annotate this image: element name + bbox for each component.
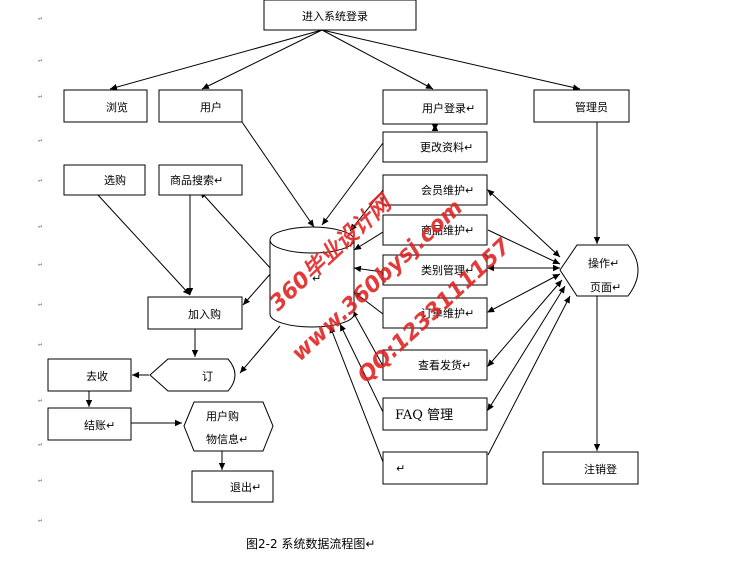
- paragraph-mark: ↵: [38, 14, 42, 22]
- node-order-maint: [382, 297, 488, 329]
- node-browse: [63, 89, 148, 123]
- edge-login-userlogin: [321, 29, 434, 90]
- node-logout-label: 注销登: [584, 462, 617, 476]
- edge-product-op: [487, 229, 561, 265]
- paragraph-mark: ↵: [38, 176, 42, 184]
- node-order: [149, 358, 236, 392]
- node-faq-mgmt: [382, 397, 488, 431]
- edge-member-db: [349, 189, 384, 232]
- edge-login-admin: [321, 29, 581, 91]
- edge-category-db: [353, 265, 384, 273]
- node-checkout-go: [47, 358, 132, 392]
- edge-faq-op: [487, 285, 566, 411]
- node-purchase-info: [183, 401, 274, 452]
- nodes: 进入系统登录 浏览 用户 用户登录↵ 管理员 更改资料↵ 会员维护↵ 商品维护↵…: [47, 0, 639, 503]
- node-edit-profile-label: 更改资料↵: [420, 140, 473, 154]
- paragraph-mark: ↵: [38, 396, 42, 404]
- edge-login-browse: [109, 29, 323, 91]
- edge-member-op: [487, 189, 561, 258]
- paragraph-mark: ↵: [38, 300, 42, 308]
- node-purchase-info-label-1: 用户购: [206, 409, 239, 423]
- paragraph-mark: ↵: [38, 92, 42, 100]
- edge-order-op: [487, 273, 561, 313]
- figure-caption: 图2-2 系统数据流程图↵: [246, 536, 375, 551]
- paragraph-marks: ↵ ↵ ↵ ↵ ↵ ↵ ↵ ↵ ↵ ↵ ↵ ↵ ↵: [38, 14, 42, 524]
- node-order-label: 订: [202, 370, 213, 383]
- node-user: [158, 89, 243, 123]
- paragraph-mark: ↵: [38, 476, 42, 484]
- node-user-login-label: 用户登录↵: [422, 101, 475, 115]
- node-purchase-info-label-2: 物信息↵: [206, 432, 248, 446]
- node-operation-page-label-2: 页面↵: [590, 281, 621, 294]
- node-shop-label: 选购: [104, 173, 126, 187]
- node-settle-label: 结账↵: [84, 419, 115, 432]
- edge-product-db: [353, 231, 384, 251]
- paragraph-mark: ↵: [38, 440, 42, 448]
- edge-faq-db: [339, 323, 384, 413]
- node-edit-profile: [382, 131, 488, 163]
- paragraph-mark: ↵: [38, 136, 42, 144]
- paragraph-mark: ↵: [38, 340, 42, 348]
- node-shop: [63, 164, 146, 196]
- node-exit: [191, 470, 274, 503]
- node-operation-page: [559, 244, 639, 297]
- paragraph-mark: ↵: [38, 260, 42, 268]
- node-exit-label: 退出↵: [230, 480, 261, 494]
- edge-shipping-db: [351, 309, 384, 367]
- node-user-login: [382, 89, 488, 125]
- node-add-to-cart: [147, 296, 243, 330]
- edge-edit-db: [321, 142, 384, 226]
- node-add-to-cart-label: 加入购: [188, 307, 221, 321]
- paragraph-mark: ↵: [38, 516, 42, 524]
- node-user-label: 用户: [200, 100, 222, 114]
- edge-order-db: [353, 291, 384, 315]
- node-login: [263, 0, 417, 31]
- node-category-mgmt-label: 类别管理↵: [421, 263, 474, 277]
- node-operation-page-label-1: 操作↵: [588, 256, 619, 270]
- node-member-maint: [382, 174, 488, 206]
- node-shipping-label: 查看发货↵: [418, 358, 471, 372]
- node-member-maint-label: 会员维护↵: [421, 183, 474, 197]
- node-logout: [542, 451, 639, 485]
- node-product-search: [158, 164, 243, 196]
- edge-db-order: [239, 325, 281, 374]
- edges: [85, 29, 601, 470]
- node-empty-label: ↵: [396, 462, 405, 475]
- node-product-maint: [382, 214, 488, 246]
- node-faq-mgmt-label: FAQ 管理: [395, 408, 453, 423]
- paragraph-mark: ↵: [38, 222, 42, 230]
- node-browse-label: 浏览: [106, 100, 128, 114]
- node-admin: [533, 89, 630, 123]
- node-login-label: 进入系统登录: [302, 9, 368, 23]
- node-order-maint-label: 订单维护↵: [421, 306, 474, 320]
- edge-empty-db: [329, 325, 384, 463]
- edge-db-search: [199, 190, 273, 271]
- node-empty: [382, 451, 488, 485]
- node-category-mgmt: [382, 254, 488, 286]
- node-product-search-label: 商品搜索↵: [170, 173, 223, 187]
- edge-db-cart: [242, 271, 273, 306]
- node-settle: [47, 407, 132, 441]
- edge-empty-op: [487, 295, 571, 456]
- paragraph-mark: ↵: [38, 56, 42, 64]
- edge-shop-cart: [97, 194, 191, 296]
- node-admin-label: 管理员: [575, 100, 608, 114]
- node-shipping: [382, 349, 488, 381]
- node-product-maint-label: 商品维护↵: [421, 223, 474, 237]
- node-database-label: ↵: [312, 272, 321, 285]
- edge-user-db: [241, 121, 315, 228]
- node-checkout-go-label: 去收: [86, 369, 108, 383]
- node-database: ↵: [269, 226, 355, 328]
- edge-login-user: [201, 29, 323, 90]
